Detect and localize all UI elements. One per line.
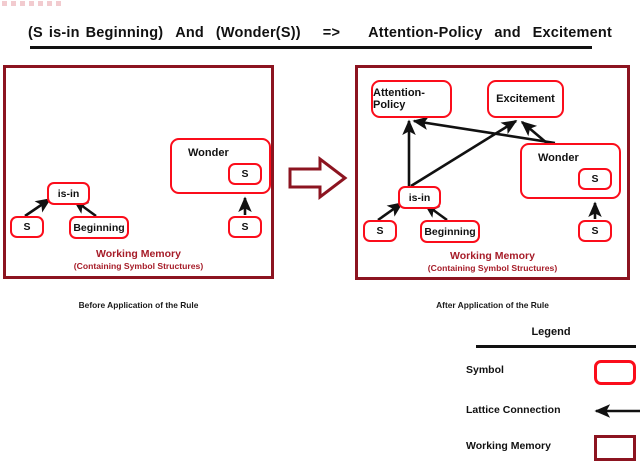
rule-token-6: Attention-Policy [368, 25, 483, 41]
node-label: Beginning [73, 221, 125, 234]
node-label: Wonder [538, 152, 579, 164]
legend-row-symbol: Symbol [466, 358, 636, 386]
caption-text: After Application of the Rule [436, 300, 549, 310]
wm-label-line1: Working Memory [96, 248, 181, 260]
node-after-is-in[interactable]: is-in [398, 186, 441, 209]
node-after-excitement[interactable]: Excitement [487, 80, 564, 118]
node-label: Excitement [496, 93, 555, 105]
node-label: is-in [408, 191, 431, 204]
node-label: S [376, 225, 384, 237]
legend-label-symbol: Symbol [466, 364, 504, 376]
caption-before: Before Application of the Rule [3, 300, 274, 310]
rule-token-2: Beginning) [85, 25, 164, 41]
node-label: Beginning [424, 225, 476, 238]
node-label: S [591, 173, 599, 185]
rule-token-0: (S [28, 25, 43, 41]
node-label: Wonder [188, 147, 229, 159]
top-edge-artifact [2, 1, 64, 6]
node-label: S [241, 221, 249, 233]
wm-label-line1: Working Memory [450, 250, 535, 262]
legend-row-working-memory: Working Memory [466, 434, 636, 462]
node-before-wonder-s[interactable]: S [228, 163, 262, 185]
rule-statement: (S is-in Beginning) And (Wonder(S)) => Attenti… [28, 20, 612, 46]
node-after-s-left[interactable]: S [363, 220, 397, 242]
node-after-s-right[interactable]: S [578, 220, 612, 242]
symbol-swatch-icon [594, 360, 636, 385]
rule-token-1: is-in [48, 25, 80, 41]
wm-label-line2: (Containing Symbol Structures) [427, 263, 558, 274]
working-memory-label-after: Working Memory (Containing Symbol Struct… [355, 250, 630, 274]
rule-token-8: Excitement [532, 25, 613, 41]
node-label: S [23, 221, 31, 233]
node-before-s-left[interactable]: S [10, 216, 44, 238]
legend-label-working-memory: Working Memory [466, 440, 551, 452]
node-before-beginning[interactable]: Beginning [69, 216, 129, 239]
node-before-s-right[interactable]: S [228, 216, 262, 238]
node-label: Attention-Policy [373, 87, 425, 111]
node-label: is-in [57, 187, 80, 200]
rule-token-implies: => [322, 25, 341, 41]
node-after-beginning[interactable]: Beginning [420, 220, 480, 243]
wm-label-line2: (Containing Symbol Structures) [73, 261, 204, 272]
legend: Legend Symbol Lattice Connection Working… [466, 326, 640, 461]
working-memory-label-before: Working Memory (Containing Symbol Struct… [3, 248, 274, 272]
left-arrow-icon [594, 404, 640, 418]
transform-arrow [288, 155, 348, 201]
node-after-attention-policy[interactable]: Attention-Policy [371, 80, 452, 118]
node-after-wonder-s[interactable]: S [578, 168, 612, 190]
legend-underline [476, 345, 636, 348]
caption-after: After Application of the Rule [355, 300, 630, 310]
node-label: S [591, 225, 599, 237]
rule-token-4: (Wonder(S)) [215, 25, 301, 41]
rule-underline [30, 46, 592, 49]
caption-text: Before Application of the Rule [78, 300, 199, 310]
legend-label-lattice-connection: Lattice Connection [466, 404, 561, 416]
working-memory-swatch-icon [594, 435, 636, 461]
rule-token-3: And [175, 25, 204, 41]
legend-title: Legend [531, 326, 571, 338]
legend-row-lattice-connection: Lattice Connection [466, 398, 640, 426]
node-label: S [241, 168, 249, 180]
node-before-is-in[interactable]: is-in [47, 182, 90, 205]
rule-token-7: and [494, 25, 521, 41]
